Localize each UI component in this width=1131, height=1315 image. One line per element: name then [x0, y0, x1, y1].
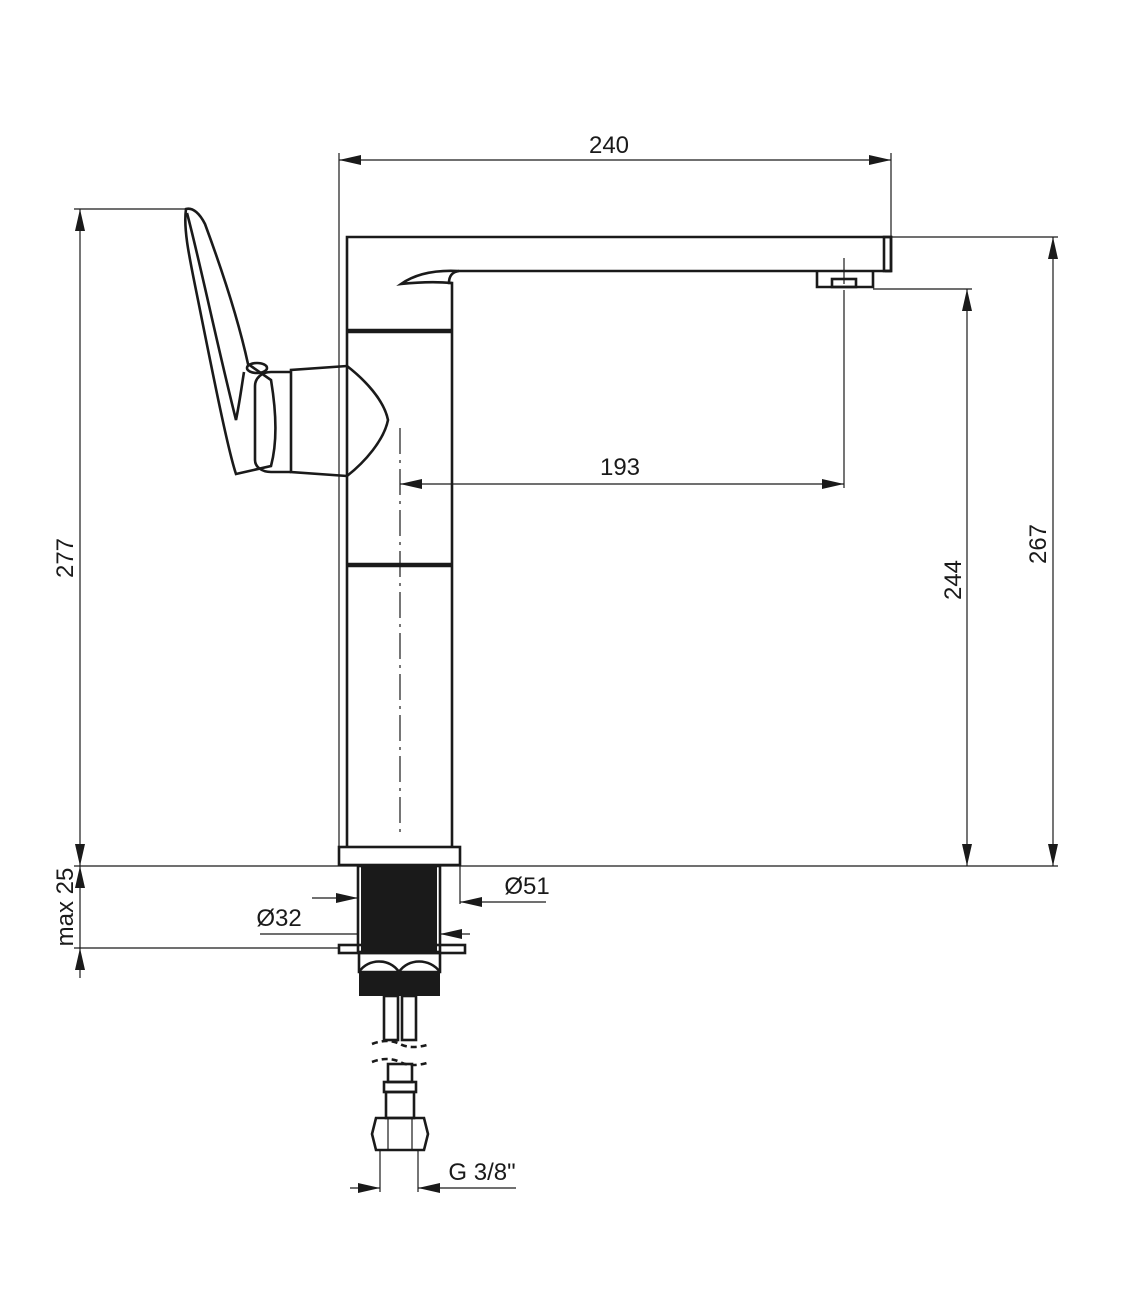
lever-handle-inner [185, 212, 246, 421]
arrow-left [400, 479, 422, 489]
arrow-top [75, 209, 85, 231]
lower-thread [359, 972, 440, 996]
arrow-left [339, 155, 361, 165]
fitting-nut [370, 1116, 430, 1152]
faucet-body [337, 235, 893, 867]
mounting-assembly [337, 864, 467, 1152]
spout-end-cap [882, 235, 893, 273]
base-ring [337, 845, 462, 867]
arrow-top [962, 289, 972, 311]
lever-neck [253, 370, 291, 474]
lever-pivot [245, 361, 269, 375]
hose-right [400, 994, 418, 1042]
spout-tip-curve [396, 269, 460, 286]
arrow-right [869, 155, 891, 165]
arrow-32-right [440, 929, 462, 939]
fitting-body [384, 1090, 416, 1120]
arrow-bottom [962, 844, 972, 866]
dimension-label-277: 277 [52, 538, 79, 578]
hose-lower [386, 1062, 414, 1084]
dimension-max-25: max 25 [52, 866, 85, 978]
dimension-label-267: 267 [1025, 524, 1052, 564]
hose-break-line [371, 1039, 431, 1049]
dimension-label-244: 244 [940, 560, 967, 600]
lever-handle [184, 207, 277, 476]
arrow-bottom [75, 844, 85, 866]
cartridge-housing-inner [289, 364, 348, 478]
dimension-height-244: 244 [873, 288, 972, 866]
dimension-diameter-32: Ø32 [256, 893, 470, 939]
arrow-thread-left [358, 1183, 380, 1193]
dimension-label-240: 240 [589, 132, 629, 159]
dimension-height-267: 267 [891, 236, 1058, 866]
arrow-thread-right [418, 1183, 440, 1193]
dimension-label-32: Ø32 [256, 905, 301, 932]
arrow-right [822, 479, 844, 489]
threaded-shank [361, 866, 437, 952]
arrow-bottom [1048, 844, 1058, 866]
fitting-collar [382, 1080, 418, 1094]
dimension-width-240: 240 [338, 132, 892, 847]
dimension-label-max25: max 25 [52, 868, 79, 947]
dimension-height-277: 277 [52, 208, 186, 866]
dimension-label-thread: G 3/8" [448, 1159, 515, 1186]
arrow-bottom [75, 948, 85, 970]
cartridge-housing [346, 364, 390, 478]
arrow-32 [336, 893, 358, 903]
lever-assembly [184, 207, 390, 478]
body-outline [345, 235, 893, 847]
dimension-label-51: Ø51 [504, 873, 549, 900]
dimension-label-193: 193 [600, 454, 640, 481]
hose-left [382, 994, 400, 1042]
arrow-top [1048, 237, 1058, 259]
nut-arcs [357, 960, 442, 975]
dimension-diameter-51: Ø51 [459, 866, 550, 907]
arrow-top [75, 866, 85, 888]
dimension-reach-193: 193 [400, 290, 845, 489]
arrow-51 [460, 897, 482, 907]
dimension-thread-g38: G 3/8" [350, 1150, 516, 1193]
